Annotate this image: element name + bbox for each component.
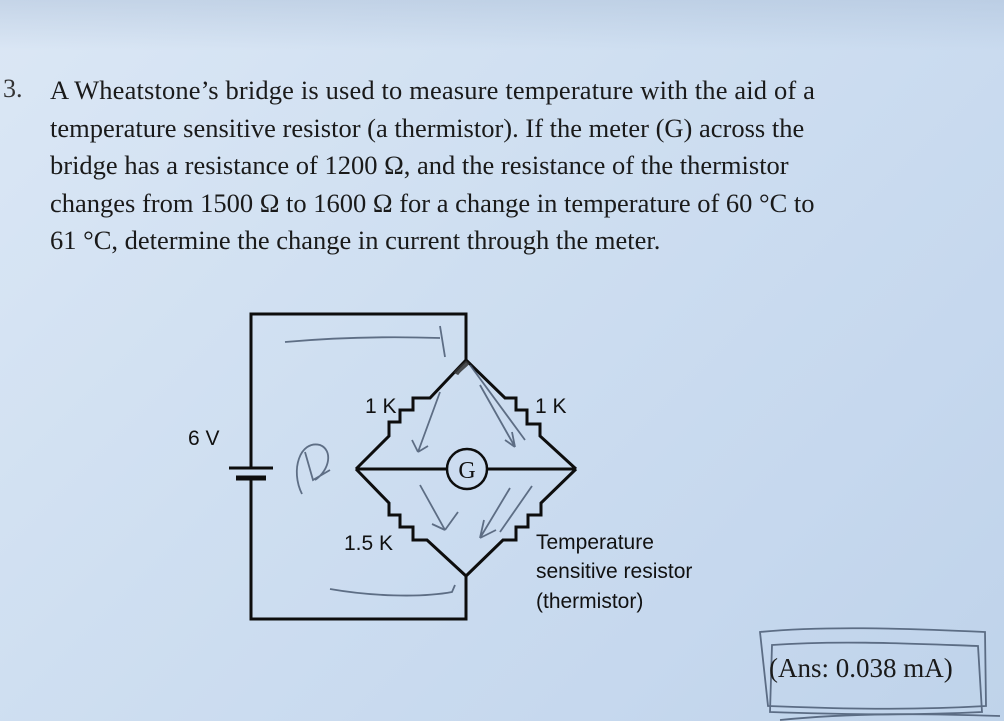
galvanometer-label: G: [458, 458, 475, 484]
circuit-wire-top: [249, 312, 468, 468]
thermistor-label-line-2: sensitive resistor: [536, 560, 693, 583]
photo-shadow: [0, 0, 1004, 50]
resistor-bottom-left-label: 1.5 K: [344, 532, 394, 555]
pencil-annotations: [284, 325, 1001, 721]
resistor-bottom-left-1.5k: [354, 467, 468, 578]
circuit-wire-bottom: [249, 480, 468, 621]
resistor-top-left-1k: [354, 358, 468, 471]
galvanometer-circle: [445, 447, 489, 491]
thermistor-resistor: [464, 467, 578, 578]
source-voltage-label: 6 V: [188, 427, 220, 450]
resistor-top-left-label: 1 K: [365, 395, 397, 418]
question-line-4: changes from 1500 Ω to 1600 Ω for a chan…: [50, 187, 815, 218]
question-number: 3.: [3, 74, 23, 103]
question-line-5: 61 °C, determine the change in current t…: [50, 225, 661, 255]
question-line-2: temperature sensitive resistor (a thermi…: [50, 112, 805, 143]
answer-text: (Ans: 0.038 mA): [769, 653, 953, 683]
question-line-3: bridge has a resistance of 1200 Ω, and t…: [50, 150, 789, 180]
thermistor-label-line-1: Temperature: [536, 531, 654, 554]
question-text: A Wheatstone’s bridge is used to measure…: [50, 72, 990, 260]
question-line-1: A Wheatstone’s bridge is used to measure…: [50, 75, 816, 105]
thermistor-label-line-3: (thermistor): [536, 590, 644, 613]
resistor-top-right-label: 1 K: [535, 395, 567, 418]
resistor-top-right-1k: [464, 358, 578, 471]
